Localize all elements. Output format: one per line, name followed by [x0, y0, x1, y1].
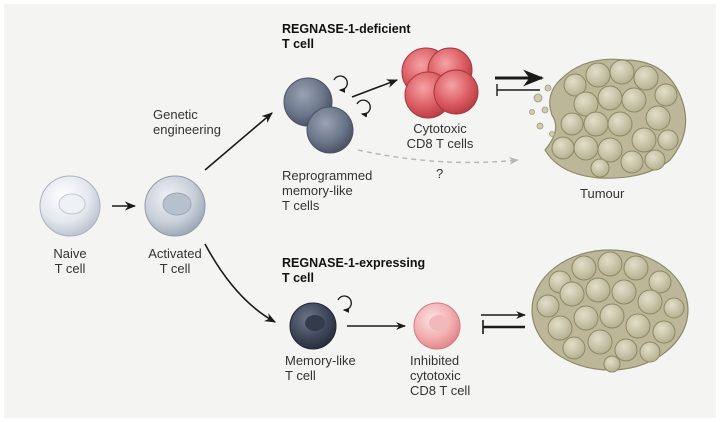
arrow-icon — [351, 79, 399, 98]
cytotoxic-cd8-t-cells — [401, 47, 479, 119]
activated-t-cell-label: Activated T cell — [148, 246, 202, 276]
bottom-branch-header: REGNASE-1-expressing T cell — [282, 256, 426, 285]
inhibited-cytotoxic-cd8-t-cell — [413, 302, 461, 350]
self-renewal-arrow-icon — [356, 99, 371, 118]
tumour-upper — [529, 58, 687, 179]
dashed-arrow-icon — [357, 149, 519, 165]
question-mark-label: ? — [436, 166, 444, 181]
tumour-lower — [531, 249, 689, 373]
inhibited-cytotoxic-label: Inhibited cytotoxic CD8 T cell — [410, 353, 471, 398]
arrow-icon — [204, 112, 273, 171]
naive-t-cell — [39, 175, 101, 237]
memory-like-label: Memory-like T cell — [285, 353, 356, 383]
tumour-label: Tumour — [580, 186, 625, 201]
activated-t-cell — [144, 175, 206, 237]
memory-like-t-cell — [289, 302, 337, 350]
top-branch-header: REGNASE-1-deficient T cell — [282, 22, 411, 51]
naive-t-cell-label: Naive T cell — [53, 246, 87, 276]
self-renewal-arrow-icon — [337, 295, 352, 313]
reprogrammed-label: Reprogrammed memory-like T cells — [282, 168, 373, 213]
inhibition-bar-icon — [496, 84, 540, 96]
cytotoxic-label: Cytotoxic CD8 T cells — [406, 121, 474, 151]
genetic-engineering-label: Genetic engineering — [153, 107, 221, 137]
reprogrammed-memory-like-t-cells — [283, 77, 354, 154]
self-renewal-arrow-icon — [333, 75, 348, 93]
inhibition-bar-icon — [482, 320, 525, 334]
arrow-icon — [204, 243, 276, 323]
